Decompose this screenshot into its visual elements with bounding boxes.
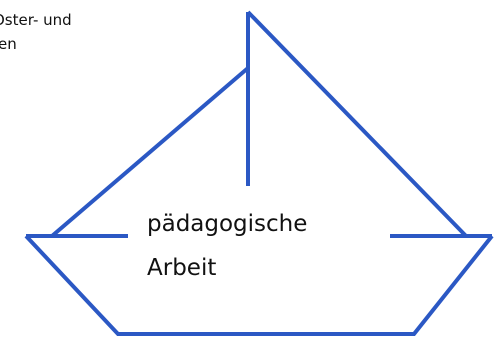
boat-label-line-1: pädagogische (147, 211, 308, 237)
front-sail (50, 66, 250, 238)
partial-text-line-1: Oster- und (0, 11, 72, 29)
boat-label-line-2: Arbeit (147, 255, 217, 281)
main-sail (246, 10, 468, 238)
label-background (128, 186, 390, 296)
partial-text-line-2: en (0, 35, 17, 53)
hull (24, 234, 494, 336)
boat-label: pädagogische Arbeit (147, 202, 307, 290)
partial-text-block: Oster- und en (0, 8, 140, 56)
